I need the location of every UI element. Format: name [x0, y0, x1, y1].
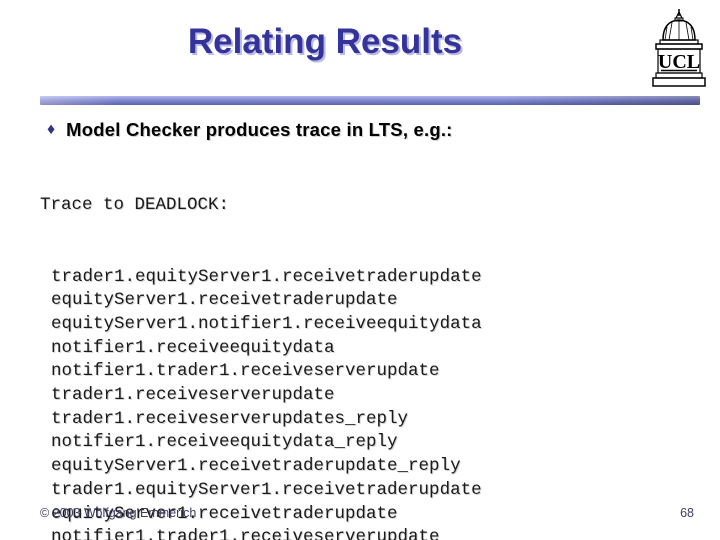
trace-line: notifier1.trader1.receiveserverupdate	[51, 361, 440, 382]
trace-line: notifier1.receiveequitydata	[51, 337, 335, 358]
trace-block: Trace to DEADLOCK: trader1.equityServer1…	[40, 147, 482, 540]
page-number: 68	[680, 506, 694, 520]
ucl-logo-text: UCL	[658, 51, 700, 73]
trace-line: notifier1.trader1.receiveserverupdate	[51, 527, 440, 540]
bullet-item: ♦ Model Checker produces trace in LTS, e…	[47, 119, 453, 141]
trace-line: equityServer1.receivetraderupdate	[51, 290, 398, 311]
trace-line: trader1.receiveserverupdate	[51, 385, 335, 406]
title-divider-rule	[40, 96, 700, 105]
footer-copyright: © 2003 Wolfgang Emmerich	[40, 506, 197, 520]
trace-header: Trace to DEADLOCK:	[40, 195, 230, 216]
trace-line: equityServer1.receivetraderupdate	[51, 503, 398, 524]
ucl-logo-icon: UCL	[652, 9, 706, 87]
bullet-text: Model Checker produces trace in LTS, e.g…	[66, 119, 453, 140]
trace-line: equityServer1.receivetraderupdate_reply	[51, 456, 461, 477]
trace-line: notifier1.receiveequitydata_reply	[51, 432, 398, 453]
diamond-bullet-icon: ♦	[47, 121, 56, 138]
trace-line: trader1.receiveserverupdates_reply	[51, 408, 409, 429]
trace-line: trader1.equityServer1.receivetraderupdat…	[51, 266, 482, 287]
slide-title: Relating Results	[187, 22, 463, 61]
trace-lines: trader1.equityServer1.receivetraderupdat…	[40, 266, 482, 540]
trace-line: trader1.equityServer1.receivetraderupdat…	[51, 479, 482, 500]
trace-line: equityServer1.notifier1.receiveequitydat…	[51, 313, 482, 334]
